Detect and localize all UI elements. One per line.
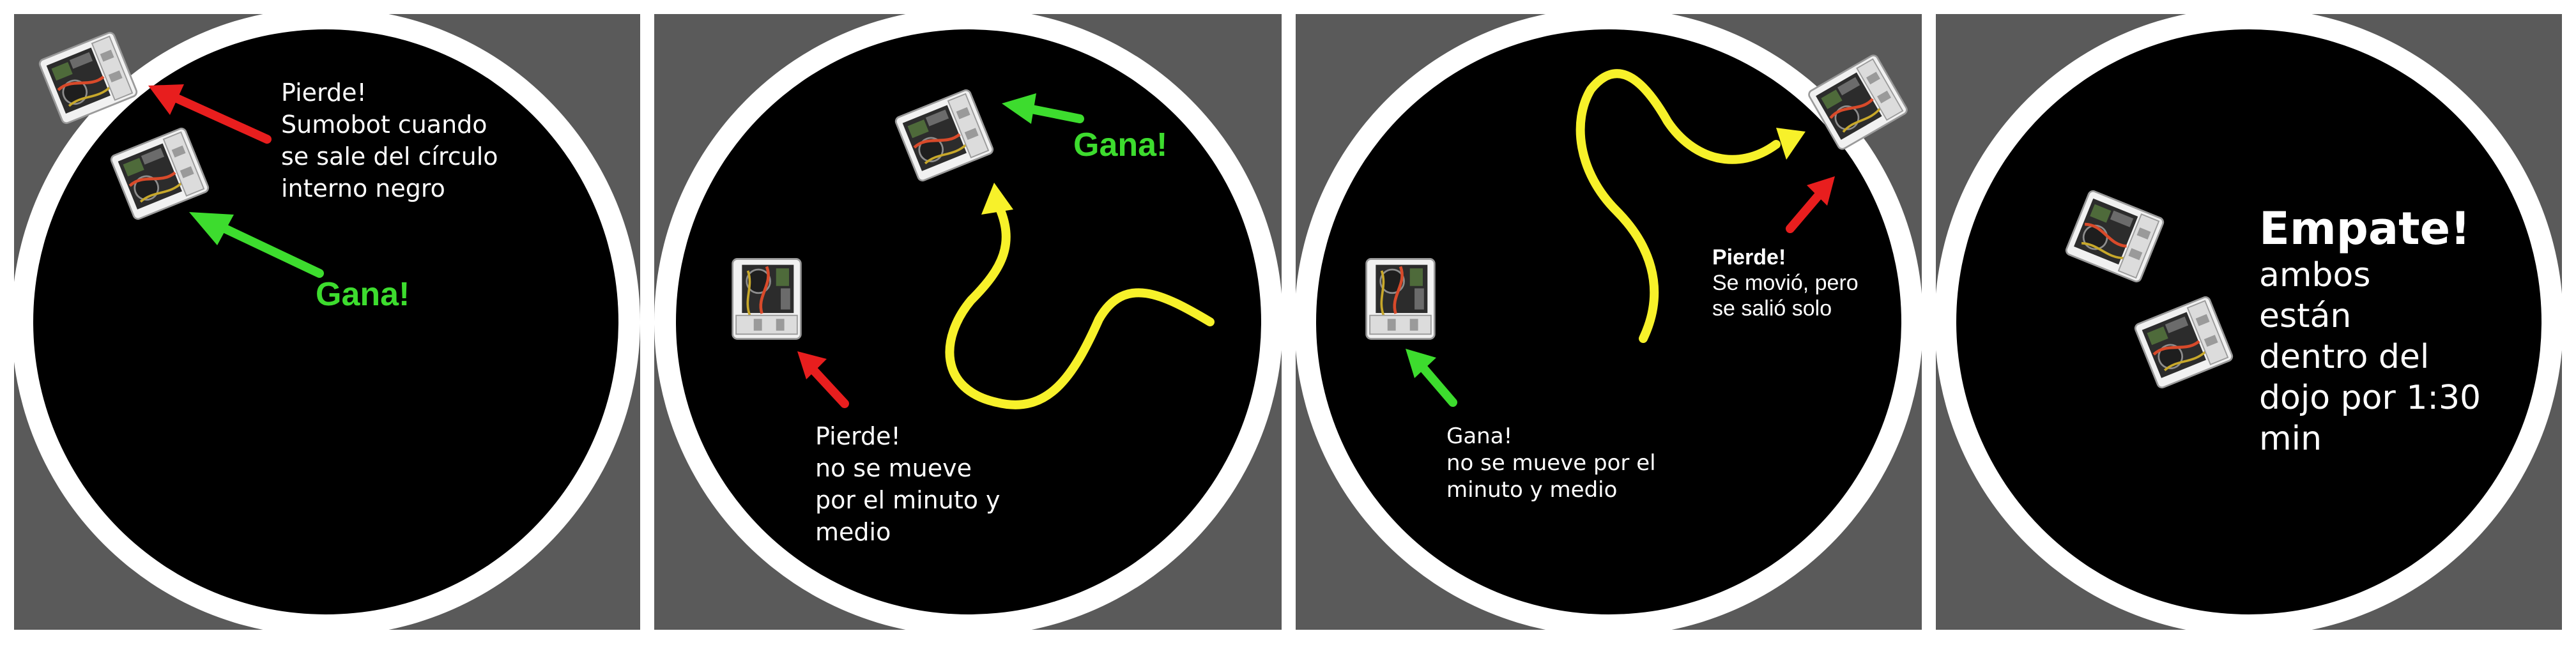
dojo-circle — [1316, 29, 1901, 614]
panel-robot-does-not-move: Gana! Pierde! no se mueve por el minuto … — [654, 8, 1283, 636]
lose-description-line: se sale del círculo — [281, 142, 498, 171]
win-label: Gana! — [1073, 126, 1167, 164]
win-arrow-icon — [1002, 93, 1084, 124]
lose-description-line: interno negro — [281, 174, 445, 202]
path-arrowhead — [981, 183, 1013, 215]
draw-description-line: dentro del — [2259, 338, 2429, 376]
draw-description-line: ambos — [2259, 256, 2370, 294]
lose-arrow-icon — [148, 84, 272, 144]
path-arrowhead — [1776, 128, 1805, 160]
trajectory-path — [1575, 69, 1781, 343]
win-label: Gana! — [316, 276, 410, 313]
lose-label: Pierde! — [815, 422, 901, 450]
draw-description-line: dojo por 1:30 — [2259, 379, 2481, 417]
panel-draw: Empate! ambos están dentro del dojo por … — [1935, 8, 2563, 636]
draw-description-line: están — [2259, 297, 2351, 335]
win-arrow-icon — [189, 212, 324, 278]
lose-description-line: Sumobot cuando — [281, 110, 487, 139]
win-description-line: minuto y medio — [1446, 477, 1617, 503]
dojo-circle — [676, 29, 1261, 614]
sumobot-robot-icon — [1367, 259, 1435, 339]
panel-robot-moves-but-exits: Pierde! Se movió, pero se salió solo Gan… — [1294, 8, 1923, 636]
lose-description-line: por el minuto y — [815, 486, 1000, 514]
lose-description-line: se salió solo — [1712, 296, 1832, 321]
lose-arrow-icon — [1786, 176, 1835, 233]
win-label: Gana! — [1446, 423, 1512, 449]
win-arrow-icon — [1406, 349, 1457, 407]
panel-robot-exits-circle: Pierde! Sumobot cuando se sale del círcu… — [12, 8, 640, 636]
win-description-line: no se mueve por el — [1446, 450, 1656, 476]
trajectory-path — [945, 200, 1215, 409]
lose-label: Pierde! — [1712, 245, 1786, 270]
lose-description-line: medio — [815, 518, 891, 546]
draw-title: Empate! — [2259, 202, 2471, 255]
sumobot-robot-icon — [733, 259, 801, 339]
lose-description-line: no se mueve — [815, 454, 972, 482]
lose-description-line: Se movió, pero — [1712, 271, 1859, 295]
draw-description-line: min — [2259, 420, 2322, 458]
lose-arrow-icon — [797, 351, 849, 408]
dojo-circle — [1956, 29, 2542, 614]
lose-label: Pierde! — [281, 79, 367, 107]
